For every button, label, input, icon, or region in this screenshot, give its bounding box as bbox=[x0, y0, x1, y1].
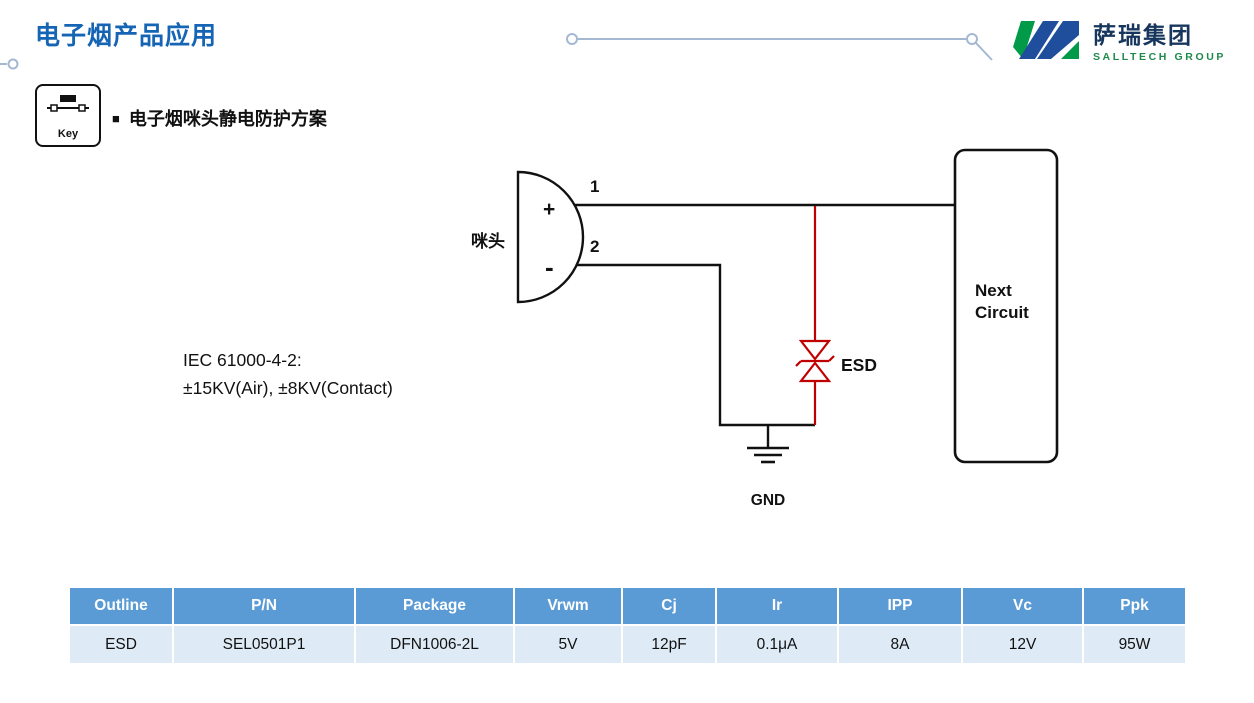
esd-label: ESD bbox=[841, 355, 877, 375]
key-label: Key bbox=[57, 128, 79, 140]
cell-outline: ESD bbox=[70, 624, 174, 663]
cell-vrwm: 5V bbox=[514, 624, 623, 663]
cell-pn: SEL0501P1 bbox=[173, 624, 356, 663]
key-icon-box: Key bbox=[35, 84, 101, 147]
ground-icon bbox=[747, 446, 789, 464]
cell-cj: 12pF bbox=[622, 624, 717, 663]
next-circuit-label-line2: Circuit bbox=[975, 303, 1029, 322]
key-component-icon bbox=[47, 95, 89, 112]
spec-table: Outline P/N Package Vrwm Cj Ir IPP Vc Pp… bbox=[70, 588, 1185, 663]
cell-vc: 12V bbox=[962, 624, 1084, 663]
iec-standard-line1: IEC 61000-4-2: bbox=[183, 350, 302, 370]
next-circuit-box bbox=[953, 148, 1059, 464]
section-heading-text: 电子烟咪头静电防护方案 bbox=[128, 109, 327, 129]
table-header-ipp: IPP bbox=[838, 588, 963, 625]
table-header-package: Package bbox=[355, 588, 515, 625]
section-heading: ■ 电子烟咪头静电防护方案 bbox=[112, 105, 327, 131]
table-header-row: Outline P/N Package Vrwm Cj Ir IPP Vc Pp… bbox=[70, 588, 1185, 625]
table-header-cj: Cj bbox=[622, 588, 717, 625]
tvs-diode-icon bbox=[795, 206, 835, 425]
iec-standard-line2: ±15KV(Air), ±8KV(Contact) bbox=[183, 378, 393, 398]
table-header-pn: P/N bbox=[173, 588, 356, 625]
cell-ipp: 8A bbox=[838, 624, 963, 663]
bullet-icon: ■ bbox=[112, 110, 120, 126]
minus-label: - bbox=[545, 252, 554, 282]
logo-subtitle: SALLTECH GROUP bbox=[1092, 51, 1226, 63]
pin1-label: 1 bbox=[590, 177, 599, 196]
cell-ir: 0.1μA bbox=[716, 624, 839, 663]
cell-package: DFN1006-2L bbox=[355, 624, 515, 663]
logo: 萨瑞集团 SALLTECH GROUP bbox=[1012, 16, 1226, 63]
table-header-ir: Ir bbox=[716, 588, 839, 625]
cell-ppk: 95W bbox=[1083, 624, 1185, 663]
table-header-vrwm: Vrwm bbox=[514, 588, 623, 625]
table-header-ppk: Ppk bbox=[1083, 588, 1185, 625]
decor-trace bbox=[0, 33, 993, 70]
page-title: 电子烟产品应用 bbox=[35, 22, 218, 50]
next-circuit-label-line1: Next bbox=[975, 281, 1012, 300]
table-header-outline: Outline bbox=[70, 588, 174, 625]
logo-name: 萨瑞集团 bbox=[1092, 22, 1193, 48]
mic-label: 咪头 bbox=[471, 231, 505, 251]
gnd-label: GND bbox=[751, 492, 785, 509]
table-header-vc: Vc bbox=[962, 588, 1084, 625]
wires bbox=[574, 203, 955, 447]
pin2-label: 2 bbox=[590, 237, 599, 256]
plus-label: + bbox=[543, 198, 555, 221]
mic-symbol bbox=[516, 170, 585, 304]
table-row: ESD SEL0501P1 DFN1006-2L 5V 12pF 0.1μA 8… bbox=[70, 624, 1185, 663]
logo-mark bbox=[1012, 20, 1079, 59]
wire-pin2-to-gnd bbox=[577, 263, 815, 427]
